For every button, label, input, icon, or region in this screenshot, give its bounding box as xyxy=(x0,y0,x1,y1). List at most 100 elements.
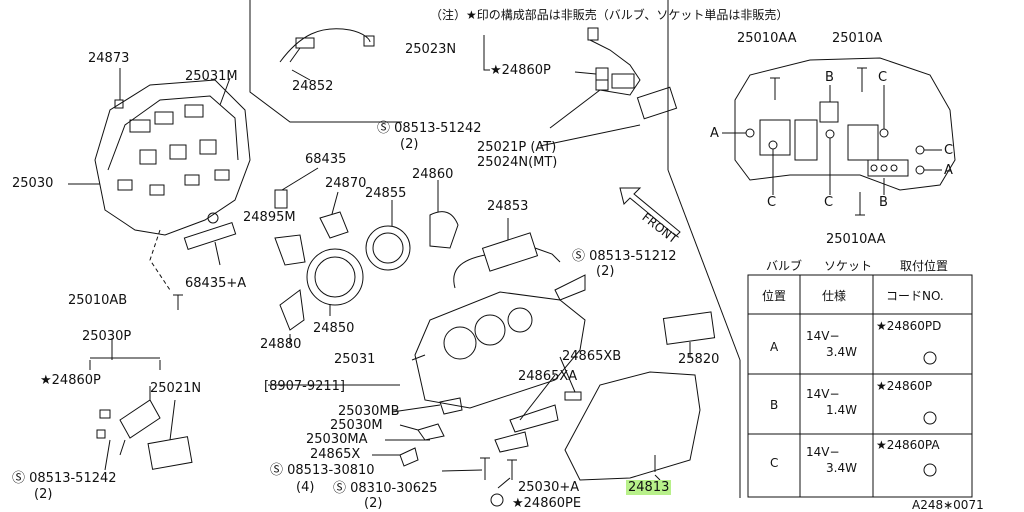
label-68435: 68435 xyxy=(305,152,347,167)
label-24853: 24853 xyxy=(487,199,529,214)
table-row-b-pos: B xyxy=(770,398,779,412)
locator-a-left: A xyxy=(710,126,719,141)
part-25030A xyxy=(494,431,529,453)
part-25030M xyxy=(417,423,445,441)
gauge-24855 xyxy=(365,225,411,271)
part-24880 xyxy=(279,289,305,331)
table-col-code: コードNO. xyxy=(886,289,944,303)
part-24865XA xyxy=(509,404,559,433)
part-24853 xyxy=(453,232,561,289)
label-24870: 24870 xyxy=(325,176,367,191)
label-08513-51242-top: Ⓢ 08513-51242 xyxy=(377,121,482,136)
part-25031-visor xyxy=(414,291,586,409)
label-24855: 24855 xyxy=(365,186,407,201)
label-25031M: 25031M xyxy=(185,69,238,84)
note-text: （注）★印の構成部品は非販売（バルブ、ソケット単品は非販売） xyxy=(430,8,789,22)
table-row-b-spec2: 1.4W xyxy=(826,403,857,417)
gauge-24860 xyxy=(429,211,459,249)
part-24813-glass xyxy=(564,371,701,481)
locator-c-top: C xyxy=(878,70,888,85)
front-arrow-icon xyxy=(619,187,681,237)
label-25021N: 25021N xyxy=(150,381,202,396)
label-25030MA: 25030MA xyxy=(306,432,368,447)
table-header-position: 取付位置 xyxy=(900,259,949,273)
meter-housing-25030 xyxy=(94,79,251,236)
qty-2-a: (2) xyxy=(400,137,419,152)
label-25010AA-bottom: 25010AA xyxy=(826,232,886,247)
label-24860P-top: ★24860P xyxy=(490,63,551,78)
label-25023N: 25023N xyxy=(405,42,457,57)
table-row-b-spec1: 14V− xyxy=(806,387,840,401)
label-08513-51242-left-text: 08513-51242 xyxy=(29,471,117,486)
bulb-icon xyxy=(490,351,937,507)
part-24895M xyxy=(274,234,306,266)
label-68435A: 68435+A xyxy=(185,276,247,291)
label-25820: 25820 xyxy=(678,352,720,367)
label-date-range: [8907-9211] xyxy=(264,379,346,394)
table-col-pos: 位置 xyxy=(762,289,787,303)
label-24860PE: ★24860PE xyxy=(512,496,582,511)
table-col-spec: 仕様 xyxy=(822,289,847,303)
label-24813: 24813 xyxy=(626,480,672,495)
dash-leader-25010AB xyxy=(149,229,171,291)
part-25023N-harness xyxy=(483,27,641,96)
figure-code: A248∗0071 xyxy=(912,498,984,512)
qty-4: (4) xyxy=(296,480,315,495)
label-08513-51242-left: Ⓢ 08513-51242 xyxy=(12,471,117,486)
part-68435 xyxy=(274,189,288,209)
screw-icon xyxy=(173,294,517,480)
label-08513-51212: Ⓢ 08513-51212 xyxy=(572,249,677,264)
table-row-a-pos: A xyxy=(770,340,779,354)
table-row-c-spec2: 3.4W xyxy=(826,461,857,475)
qty-2-c: (2) xyxy=(364,496,383,511)
qty-2-d: (2) xyxy=(34,487,53,502)
part-24852-harness xyxy=(279,28,375,63)
label-25030: 25030 xyxy=(12,176,54,191)
label-08310-30625: Ⓢ 08310-30625 xyxy=(333,481,438,496)
label-25031: 25031 xyxy=(334,352,376,367)
label-24860: 24860 xyxy=(412,167,454,182)
part-24865X xyxy=(399,447,419,467)
label-25030MB: 25030MB xyxy=(338,404,400,419)
label-24865X: 24865X xyxy=(310,447,361,462)
inset-frame-24852 xyxy=(249,0,402,123)
part-bracket-08513 xyxy=(554,274,586,301)
locator-c-right: C xyxy=(944,143,954,158)
gauge-24870 xyxy=(319,211,349,239)
label-24895M: 24895M xyxy=(243,210,296,225)
table-row-a-code: ★24860PD xyxy=(876,319,942,333)
right-panel-divider xyxy=(667,169,741,361)
part-25820-switch xyxy=(662,311,716,345)
part-25030MB xyxy=(439,397,463,415)
part-25030P-assembly xyxy=(89,357,161,456)
locator-diagram xyxy=(722,57,956,216)
table-row-b-code: ★24860P xyxy=(876,379,933,393)
label-24873: 24873 xyxy=(88,51,130,66)
part-68435A xyxy=(183,221,237,251)
locator-a-right: A xyxy=(944,163,953,178)
bulb-table-grid xyxy=(747,274,973,498)
table-row-c-code: ★24860PA xyxy=(876,438,940,452)
table-header-bulb: バルブ xyxy=(766,259,803,273)
table-row-a-spec2: 3.4W xyxy=(826,345,857,359)
label-08513-30810-text: 08513-30810 xyxy=(287,463,375,478)
part-24865XB xyxy=(564,391,582,401)
table-header-socket: ソケット xyxy=(824,259,873,273)
part-25021N-plate xyxy=(147,436,193,470)
label-08310-30625-text: 08310-30625 xyxy=(350,481,438,496)
part-25021P-plate xyxy=(636,86,678,120)
label-24865XB: 24865XB xyxy=(562,349,622,364)
label-24850: 24850 xyxy=(313,321,355,336)
label-24860P-left: ★24860P xyxy=(40,373,101,388)
table-row-c-pos: C xyxy=(770,456,779,470)
label-08513-30810: Ⓢ 08513-30810 xyxy=(270,463,375,478)
label-25030P: 25030P xyxy=(82,329,132,344)
locator-c-bottom-1: C xyxy=(767,195,777,210)
label-24865XA: 24865XA xyxy=(518,369,578,384)
label-25021P: 25021P (AT) xyxy=(477,140,557,155)
table-row-c-spec1: 14V− xyxy=(806,445,840,459)
table-row-a-spec1: 14V− xyxy=(806,329,840,343)
locator-c-bottom-2: C xyxy=(824,195,834,210)
